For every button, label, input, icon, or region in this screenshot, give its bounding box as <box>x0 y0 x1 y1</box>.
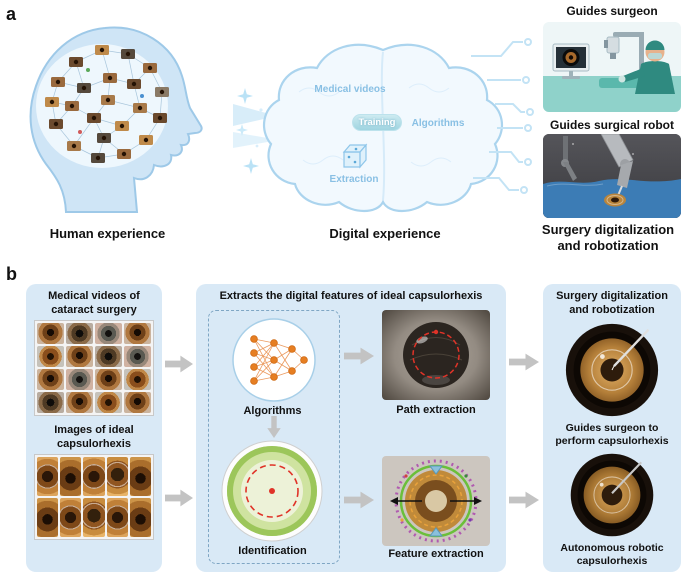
output-title: Surgery digitalization and robotization <box>556 290 668 316</box>
neural-network-icon <box>232 318 316 402</box>
surgical-robot-photo <box>543 134 681 218</box>
output-box: Surgery digitalization and robotization … <box>543 284 681 572</box>
videos-title: Medical videos of cataract surgery <box>48 290 140 316</box>
flow-arrow-icon <box>165 489 193 507</box>
eye-thumbnail <box>95 346 122 367</box>
guides-surgeon-heading: Guides surgeon <box>566 4 658 18</box>
cube-icon <box>342 143 368 169</box>
eye-thumbnail <box>66 369 93 390</box>
algorithms-label: Algorithms <box>243 405 302 417</box>
brain-node-training: Training <box>352 114 402 131</box>
eye-thumbnail <box>129 498 151 537</box>
microscope-icon <box>604 32 644 80</box>
eye-thumbnail <box>37 498 59 537</box>
flow-arrow-icon <box>165 355 193 373</box>
surgeon-figure <box>618 40 675 94</box>
brain-texture <box>298 83 452 167</box>
brain-node-extraction: Extraction <box>329 174 379 185</box>
feature-extraction-image <box>382 456 490 546</box>
eye-thumbnail <box>37 369 64 390</box>
digital-experience-caption: Digital experience <box>329 226 441 241</box>
digitalization-caption: Surgery digitalization and robotization <box>541 222 675 253</box>
autonomous-robot-caption: Autonomous robotic capsulorhexis <box>560 542 664 567</box>
extraction-box: Extracts the digital features of ideal c… <box>196 284 506 572</box>
brain-node-medical-videos: Medical videos <box>314 84 386 95</box>
flow-arrow-icon <box>509 353 539 371</box>
surgeon-illustration <box>543 22 681 112</box>
surgery-video-grid <box>34 320 154 416</box>
human-experience-caption: Human experience <box>49 226 166 241</box>
eye-thumbnail <box>60 457 82 496</box>
eye-thumbnail <box>124 323 151 344</box>
panel-a-label: a <box>6 4 17 24</box>
identification-diagram <box>221 440 323 542</box>
down-arrow-icon <box>266 416 282 438</box>
flow-arrow-icon <box>509 491 539 509</box>
eye-thumbnail <box>129 457 151 496</box>
guides-robot-heading: Guides surgical robot <box>549 118 675 132</box>
robot-arm <box>561 134 634 203</box>
algorithm-pipeline-box: Algorithms Identification <box>208 310 340 564</box>
eye-thumbnail <box>106 498 128 537</box>
eye-thumbnail <box>66 392 93 413</box>
eye-thumbnail <box>66 323 93 344</box>
eye-thumbnail <box>60 498 82 537</box>
identification-label: Identification <box>238 545 307 557</box>
eye-thumbnail <box>37 392 64 413</box>
path-extraction-image <box>382 310 490 400</box>
eye-thumbnail <box>37 346 64 367</box>
eye-thumbnail <box>124 369 151 390</box>
robotic-surgery-eye-image <box>570 453 654 537</box>
extraction-title: Extracts the digital features of ideal c… <box>219 290 483 302</box>
circuit-traces <box>471 38 534 194</box>
monitor-icon <box>552 43 590 79</box>
flow-arrow-icon <box>344 347 374 365</box>
flow-arrow-icon <box>344 491 374 509</box>
eye-thumbnail <box>106 457 128 496</box>
eye-thumbnail <box>124 392 151 413</box>
images-title: Images of ideal capsulorhexis <box>54 424 134 450</box>
eye-thumbnail <box>37 457 59 496</box>
eye-thumbnail <box>66 346 93 367</box>
energy-beams <box>233 88 279 174</box>
guides-surgeon-caption: Guides surgeon to perform capsulorhexis <box>555 422 669 447</box>
panel-b-label: b <box>6 264 17 284</box>
eye-thumbnail <box>95 369 122 390</box>
eye-thumbnail <box>83 457 105 496</box>
eye-thumbnail <box>95 323 122 344</box>
eye-thumbnail <box>37 323 64 344</box>
brain-node-algorithms: Algorithms <box>411 118 465 129</box>
eye-thumbnail <box>83 498 105 537</box>
guided-surgery-eye-image <box>565 323 659 417</box>
path-extraction-label: Path extraction <box>396 404 476 416</box>
human-head-illustration <box>29 26 203 213</box>
eye-thumbnail <box>124 346 151 367</box>
ideal-capsulorhexis-grid <box>34 454 154 540</box>
feature-extraction-label: Feature extraction <box>388 548 484 560</box>
eye-memory-nodes <box>45 45 169 163</box>
input-data-box: Medical videos of cataract surgery Image… <box>26 284 162 572</box>
eye-thumbnail <box>95 392 122 413</box>
